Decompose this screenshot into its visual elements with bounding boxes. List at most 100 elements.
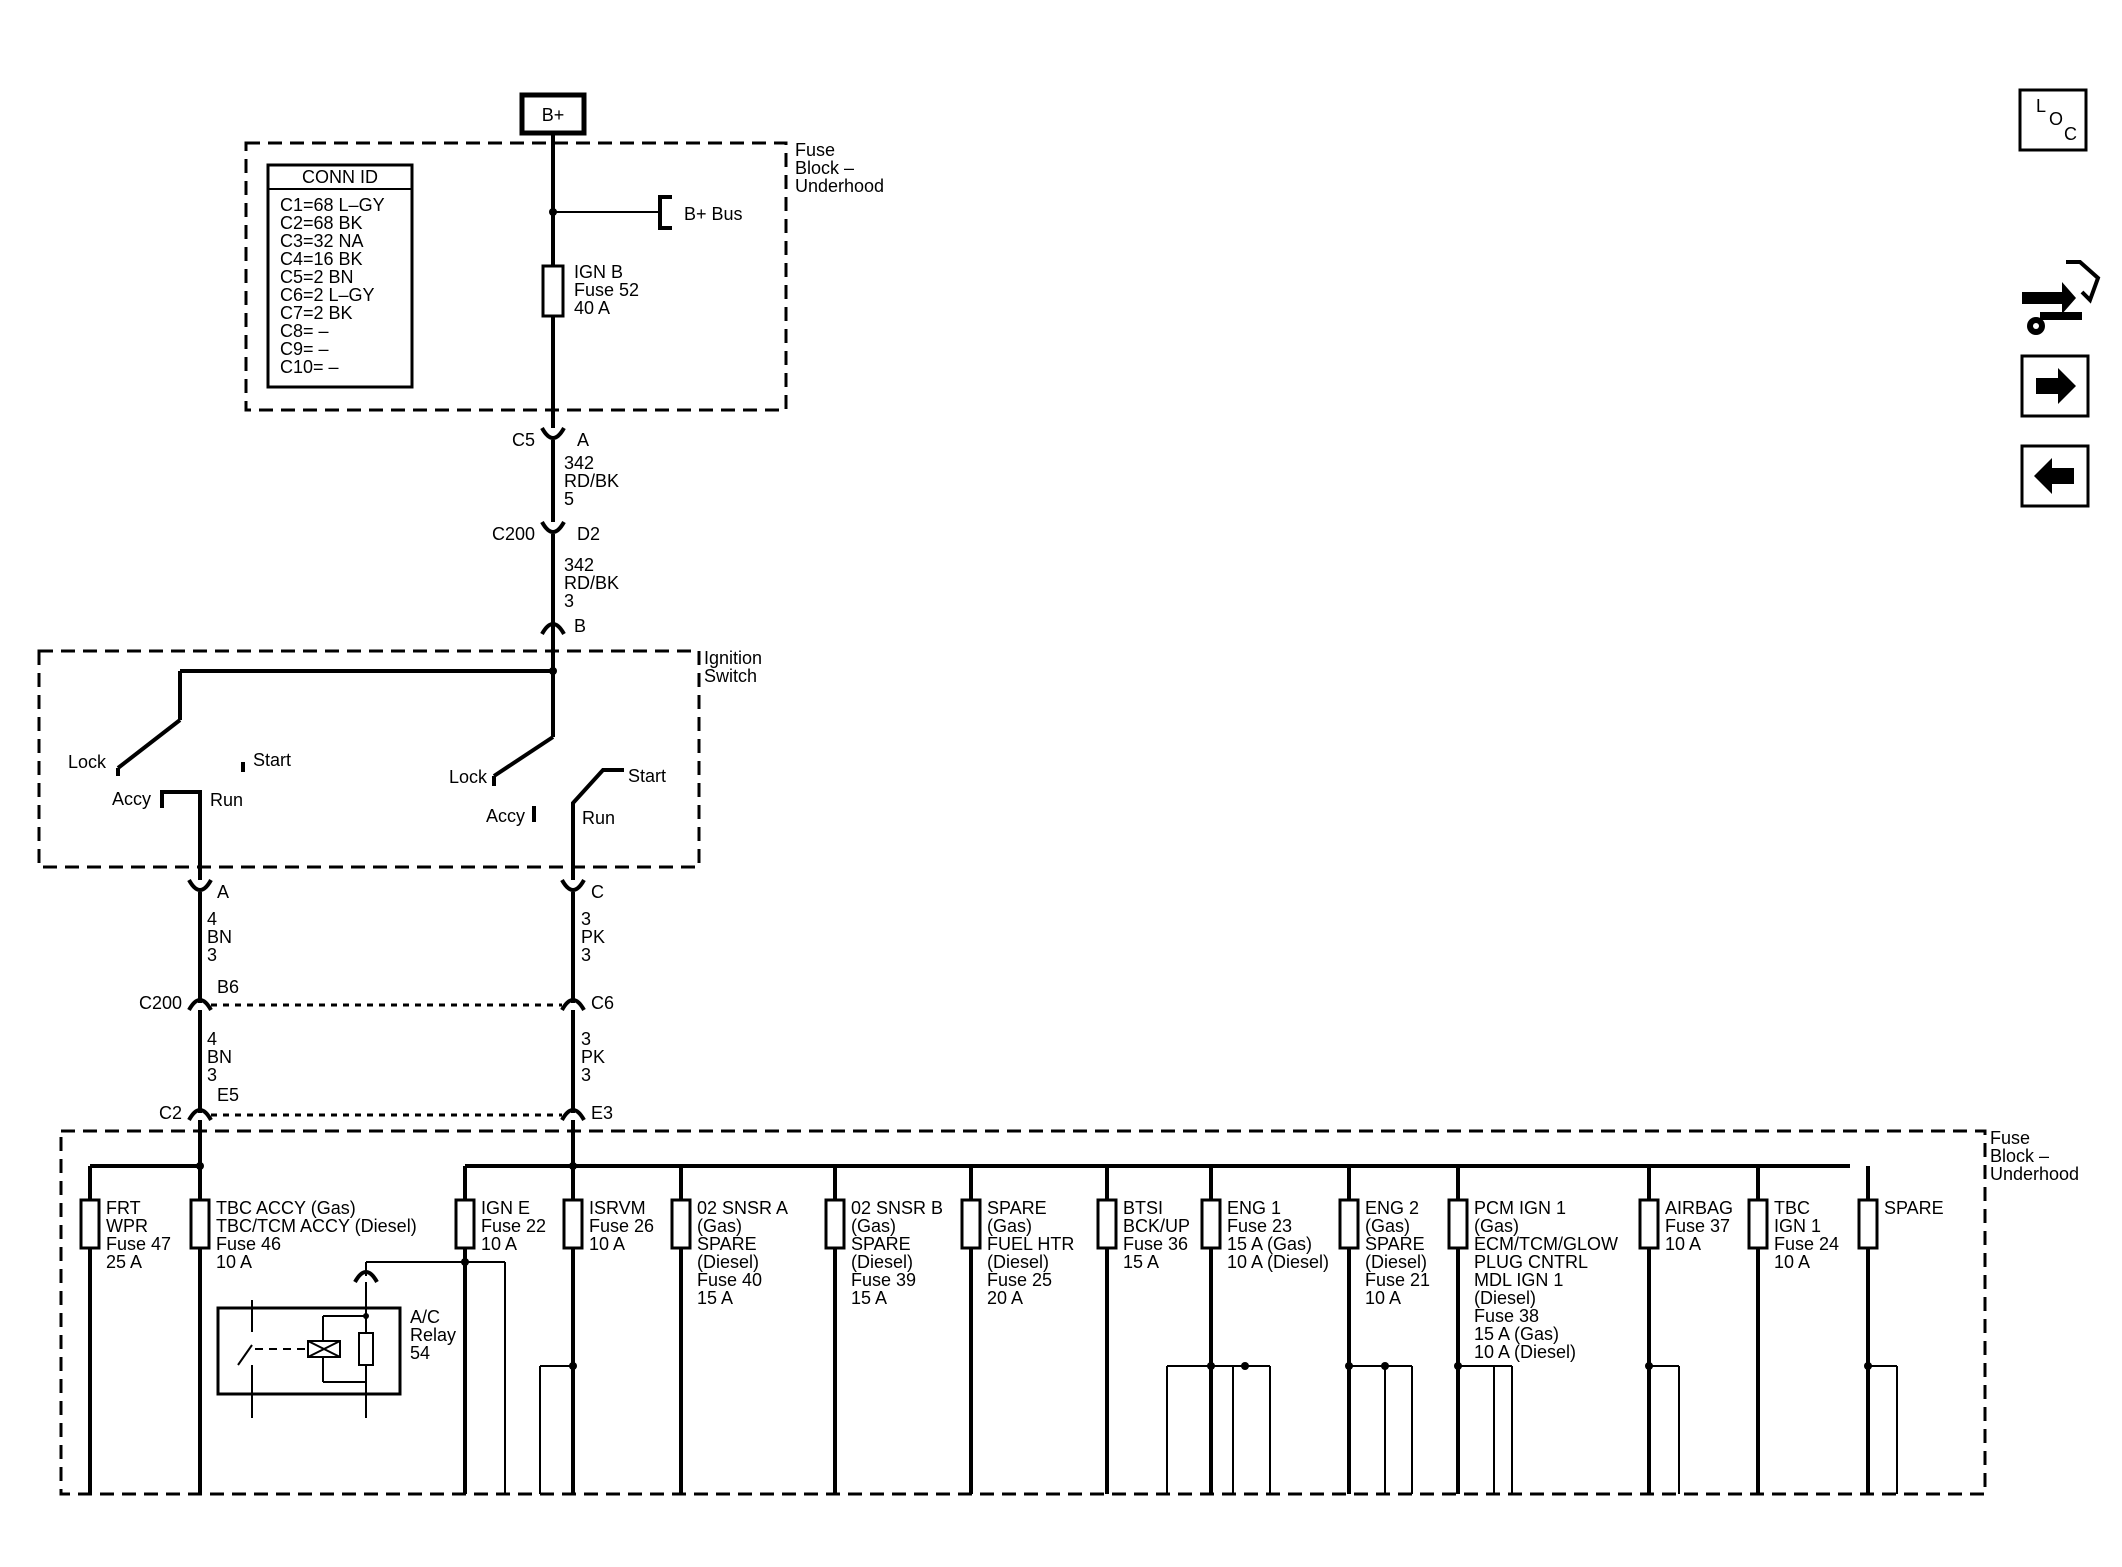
wire-pk1-gauge: 3 <box>581 945 591 965</box>
fuse-label: MDL IGN 1 <box>1474 1270 1563 1290</box>
conn-id-row: C5=2 BN <box>280 267 354 287</box>
fuse-label: TBC <box>1774 1198 1810 1218</box>
fuse-label: (Gas) <box>851 1216 896 1236</box>
fuse-block-top: Fuse Block – Underhood CONN ID C1=68 L–G… <box>244 133 884 428</box>
fuse-block-bottom-title-3: Underhood <box>1990 1164 2079 1184</box>
fuse-label: Fuse 21 <box>1365 1270 1430 1290</box>
ac-relay-label-1: A/C <box>410 1307 440 1327</box>
fuse-label: SPARE <box>697 1234 757 1254</box>
right-lock-label: Lock <box>449 767 488 787</box>
fuse-label: FRT <box>106 1198 141 1218</box>
wire1-circuit: 342 <box>564 453 594 473</box>
wire-bn2-gauge: 3 <box>207 1065 217 1085</box>
conn-id-row: C9= – <box>280 339 329 359</box>
wire-pk1-circuit: 3 <box>581 909 591 929</box>
c2-pin-left: E5 <box>217 1085 239 1105</box>
fuse-ign-b <box>541 264 565 318</box>
fuse-label: FUEL HTR <box>987 1234 1074 1254</box>
conn-id-row: C7=2 BK <box>280 303 353 323</box>
connector-c200-top: C200 D2 342 RD/BK 3 B <box>492 520 619 636</box>
fuse-label: Fuse 36 <box>1123 1234 1188 1254</box>
fuse-label: PLUG CNTRL <box>1474 1252 1588 1272</box>
fuse-symbol <box>454 1198 476 1250</box>
fuse-label: (Diesel) <box>1365 1252 1427 1272</box>
fuse-label: BTSI <box>1123 1198 1163 1218</box>
fuse-label: Fuse 47 <box>106 1234 171 1254</box>
fuse-ign-b-label-2: Fuse 52 <box>574 280 639 300</box>
c200-top-pin: D2 <box>577 524 600 544</box>
fuse-label: 10 A (Diesel) <box>1227 1252 1329 1272</box>
conn-id-row: C10= – <box>280 357 339 377</box>
wire-pk2-gauge: 3 <box>581 1065 591 1085</box>
loc-letter-c: C <box>2064 124 2077 144</box>
fuse-label: ENG 1 <box>1227 1198 1281 1218</box>
fuse-label: 10 A (Diesel) <box>1474 1342 1576 1362</box>
right-start-label: Start <box>628 766 666 786</box>
arrow-right-icon[interactable] <box>2020 354 2090 418</box>
fuse-symbol <box>1096 1198 1118 1250</box>
fuse-label: 15 A (Gas) <box>1474 1324 1559 1344</box>
fuse-label: SPARE <box>987 1198 1047 1218</box>
fuse-label: WPR <box>106 1216 148 1236</box>
fuse-label: ENG 2 <box>1365 1198 1419 1218</box>
wire-bn1-color: BN <box>207 927 232 947</box>
location-button[interactable]: L O C <box>2018 88 2088 152</box>
fuse-label: 02 SNSR B <box>851 1198 943 1218</box>
fuse-label: 10 A <box>481 1234 517 1254</box>
fuse-label: ECM/TCM/GLOW <box>1474 1234 1618 1254</box>
switch-input-pin: B <box>574 616 586 636</box>
fuse-symbol <box>1447 1198 1469 1250</box>
fuse-block-top-title-2: Block – <box>795 158 854 178</box>
fuse-label: TBC/TCM ACCY (Diesel) <box>216 1216 417 1236</box>
wire-pk1-color: PK <box>581 927 605 947</box>
fuse-label: 15 A <box>697 1288 733 1308</box>
fuse-label: 02 SNSR A <box>697 1198 788 1218</box>
fuse-2: TBC ACCY (Gas)TBC/TCM ACCY (Diesel)Fuse … <box>189 1166 417 1494</box>
fuse-symbol <box>1200 1198 1222 1250</box>
fuse-label: (Diesel) <box>1474 1288 1536 1308</box>
fuse-label: SPARE <box>851 1234 911 1254</box>
fuse-label: Fuse 39 <box>851 1270 916 1290</box>
fuse-label: SPARE <box>1884 1198 1944 1218</box>
fuse-label: Fuse 25 <box>987 1270 1052 1290</box>
fuse-label: 25 A <box>106 1252 142 1272</box>
wire1-gauge: 5 <box>564 489 574 509</box>
b-plus-source: B+ <box>519 92 587 136</box>
wire-pk2-color: PK <box>581 1047 605 1067</box>
fuse-label: IGN 1 <box>1774 1216 1821 1236</box>
fuse-label: 20 A <box>987 1288 1023 1308</box>
fuse-label: (Diesel) <box>697 1252 759 1272</box>
fuse-label: TBC ACCY (Gas) <box>216 1198 356 1218</box>
fuse-label: (Gas) <box>1474 1216 1519 1236</box>
wire-bn1-circuit: 4 <box>207 909 217 929</box>
arrow-left-icon[interactable] <box>2020 444 2090 508</box>
fuse-ign-b-label-1: IGN B <box>574 262 623 282</box>
c200-bottom-pin-right: C6 <box>591 993 614 1013</box>
connector-tool-icon[interactable] <box>2022 260 2101 335</box>
c2-id: C2 <box>159 1103 182 1123</box>
fuse-symbol <box>1857 1198 1879 1250</box>
fuse-label: (Gas) <box>697 1216 742 1236</box>
wire-bn2-circuit: 4 <box>207 1029 217 1049</box>
ac-relay: A/C Relay 54 <box>216 1261 506 1494</box>
switch-out-left-pin: A <box>217 882 229 902</box>
connector-c5: C5 A 342 RD/BK 5 <box>512 426 619 522</box>
fuse-label: Fuse 46 <box>216 1234 281 1254</box>
conn-id-row: C1=68 L–GY <box>280 195 385 215</box>
ignition-switch: Ignition Switch Lock Start Accy Run Lock… <box>37 625 762 869</box>
conn-id-table: CONN ID C1=68 L–GY C2=68 BK C3=32 NA C4=… <box>266 163 414 389</box>
fuse-symbol <box>1338 1198 1360 1250</box>
fuse-label: AIRBAG <box>1665 1198 1733 1218</box>
c5-pin: A <box>577 430 589 450</box>
fuse-symbol <box>960 1198 982 1250</box>
fuse-label: 10 A <box>1365 1288 1401 1308</box>
